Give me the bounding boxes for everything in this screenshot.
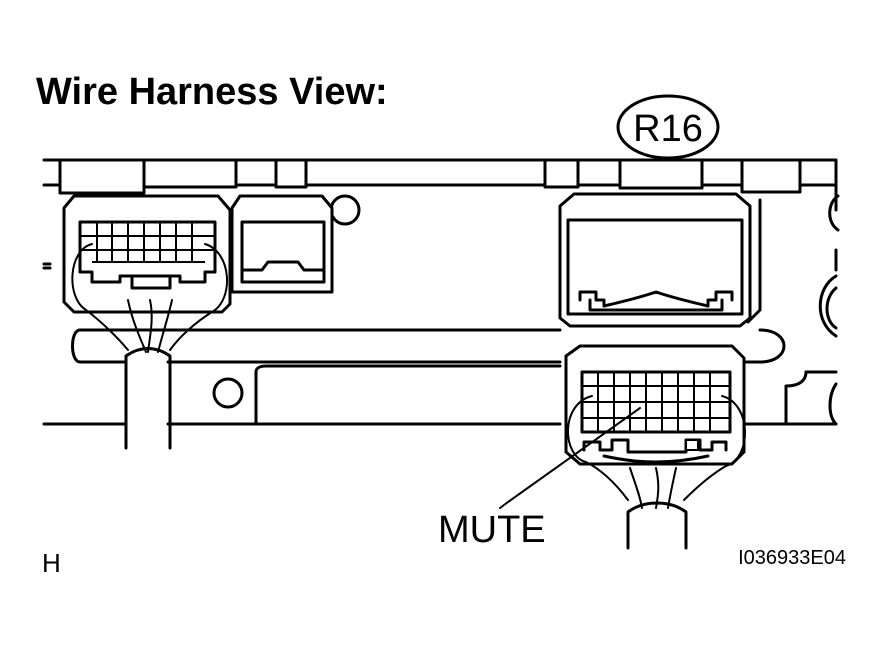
diagram-heading: Wire Harness View: bbox=[36, 71, 388, 113]
connector-id-label: R16 bbox=[633, 108, 703, 150]
mounting-hole bbox=[212, 377, 244, 409]
figure-code: I036933E04 bbox=[738, 547, 846, 569]
mounting-hole bbox=[329, 194, 361, 226]
mute-leader-line bbox=[499, 407, 641, 509]
callout-ellipse bbox=[616, 94, 720, 160]
corner-letter: H bbox=[42, 548, 61, 578]
unit-connector-r16 bbox=[558, 192, 752, 328]
left-connector bbox=[62, 194, 232, 450]
mute-pin-label: MUTE bbox=[438, 509, 546, 551]
unit-housing bbox=[42, 158, 840, 426]
connector-id-callout: R16 bbox=[616, 94, 720, 160]
small-connector bbox=[230, 194, 334, 294]
harness-connector-lower bbox=[564, 344, 746, 550]
